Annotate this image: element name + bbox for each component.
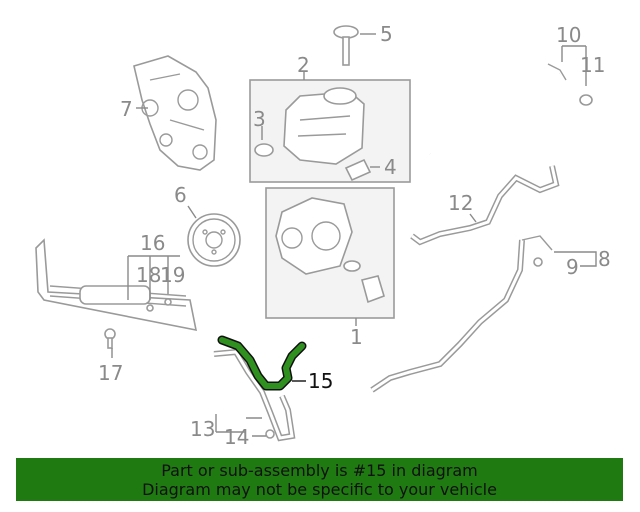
callout-18: 18	[136, 263, 161, 287]
banner-line-2: Diagram may not be specific to your vehi…	[142, 480, 497, 499]
callout-10: 10	[556, 23, 581, 47]
callout-4: 4	[384, 155, 397, 179]
callout-6: 6	[174, 183, 187, 207]
callout-16: 16	[140, 231, 165, 255]
callout-5: 5	[380, 22, 393, 46]
callout-11: 11	[580, 53, 605, 77]
clip-part-4[interactable]	[344, 158, 372, 182]
leader-12	[469, 213, 477, 223]
o-ring-part-11[interactable]	[579, 94, 593, 106]
callout-1: 1	[350, 325, 363, 349]
pump-part-1[interactable]	[275, 197, 385, 304]
fitting-part-9[interactable]	[533, 257, 543, 267]
leader-16-18-19	[127, 255, 180, 300]
callout-8: 8	[598, 247, 611, 271]
cap-part-5[interactable]	[333, 25, 359, 66]
parts-diagram: 7 6 2 3 4 5 1	[35, 22, 611, 449]
hose-part-15-highlighted[interactable]	[217, 335, 307, 391]
o-ring-part-3[interactable]	[254, 143, 274, 157]
callout-9: 9	[566, 255, 579, 279]
info-banner: Part or sub-assembly is #15 in diagram D…	[16, 458, 623, 501]
reservoir-part-2[interactable]	[283, 87, 365, 165]
hose-part-10[interactable]	[429, 63, 567, 162]
clamp-part-14[interactable]	[265, 429, 275, 439]
banner-line-1: Part or sub-assembly is #15 in diagram	[161, 461, 478, 480]
bolt-part-18[interactable]	[146, 304, 154, 312]
callout-2: 2	[297, 53, 310, 77]
hose-part-8[interactable]	[370, 235, 553, 393]
bolt-part-17[interactable]	[104, 328, 116, 349]
leader-13-14	[215, 414, 266, 437]
callout-7: 7	[120, 97, 133, 121]
callout-14: 14	[224, 425, 249, 449]
bracket-part-7[interactable]	[133, 55, 217, 171]
callout-17: 17	[98, 361, 123, 385]
return-line-part-13[interactable]	[213, 348, 296, 442]
callout-15: 15	[308, 369, 333, 393]
callout-13: 13	[190, 417, 215, 441]
nut-part-19[interactable]	[164, 298, 172, 306]
callout-19: 19	[160, 263, 185, 287]
callout-12: 12	[448, 191, 473, 215]
pulley-part-6[interactable]	[187, 213, 241, 267]
leader-10-11	[561, 45, 587, 86]
leader-8-9	[554, 251, 597, 267]
leader-6	[187, 205, 197, 219]
hose-part-12[interactable]	[410, 165, 560, 246]
callout-3: 3	[253, 107, 266, 131]
